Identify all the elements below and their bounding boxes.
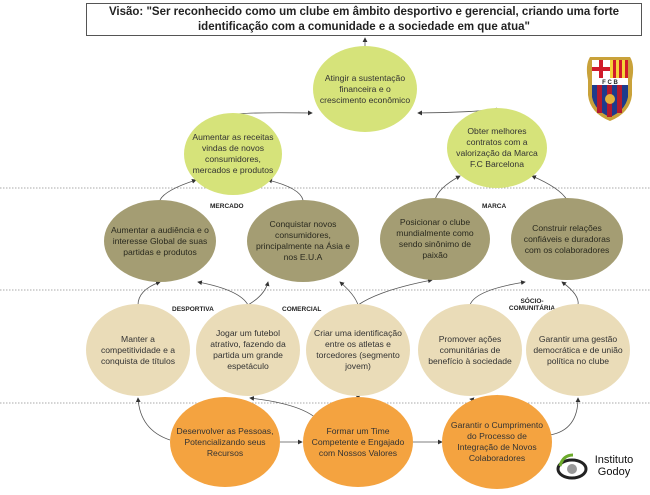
objective-identification: Criar uma identificação entre os atletas… [306, 304, 410, 396]
godoy-eye-icon [556, 453, 588, 480]
objective-develop-people: Desenvolver as Pessoas, Potencializando … [170, 397, 280, 487]
label-marca: MARCA [482, 203, 507, 210]
objective-financial-sustainability: Atingir a sustentação financeira e o cre… [313, 46, 417, 132]
objective-form-team: Formar um Time Competente e Engajado com… [303, 397, 413, 487]
objective-democratic-management: Garantir uma gestão democrática e de uni… [526, 304, 630, 396]
objective-attractive-football: Jogar um futebol atrativo, fazendo da pa… [196, 304, 300, 396]
objective-competitiveness: Manter a competitividade e a conquista d… [86, 304, 190, 396]
svg-text:F C B: F C B [602, 80, 618, 86]
perspective-dividers [0, 187, 650, 404]
instituto-godoy-logo: Instituto Godoy [555, 452, 639, 480]
objective-new-consumers: Conquistar novos consumidores, principal… [247, 200, 359, 282]
objective-audience: Aumentar a audiência e o interesse Globa… [104, 200, 216, 282]
godoy-text: Instituto Godoy [594, 454, 634, 478]
arrows [135, 37, 581, 445]
objective-increase-revenue: Aumentar as receitas vindas de novos con… [184, 113, 282, 195]
objective-relationships: Construir relações confiáveis e duradora… [511, 198, 623, 280]
fcb-crest-logo: F C B [586, 57, 634, 121]
vision-statement: Visão: "Ser reconhecido como um clube em… [86, 3, 642, 36]
objective-integration-process: Garantir o Cumprimento do Processo de In… [442, 395, 552, 489]
objective-position-club: Posicionar o clube mundialmente como sen… [380, 198, 490, 280]
label-mercado: MERCADO [210, 203, 244, 210]
label-desportiva: DESPORTIVA [172, 306, 214, 313]
label-comercial: COMERCIAL [282, 306, 322, 313]
label-socio-comunitaria: SÓCIO-COMUNITÁRIA [508, 298, 556, 312]
objective-community-actions: Promover ações comunitárias de benefício… [418, 304, 522, 396]
objective-better-contracts: Obter melhores contratos com a valorizaç… [447, 108, 547, 188]
